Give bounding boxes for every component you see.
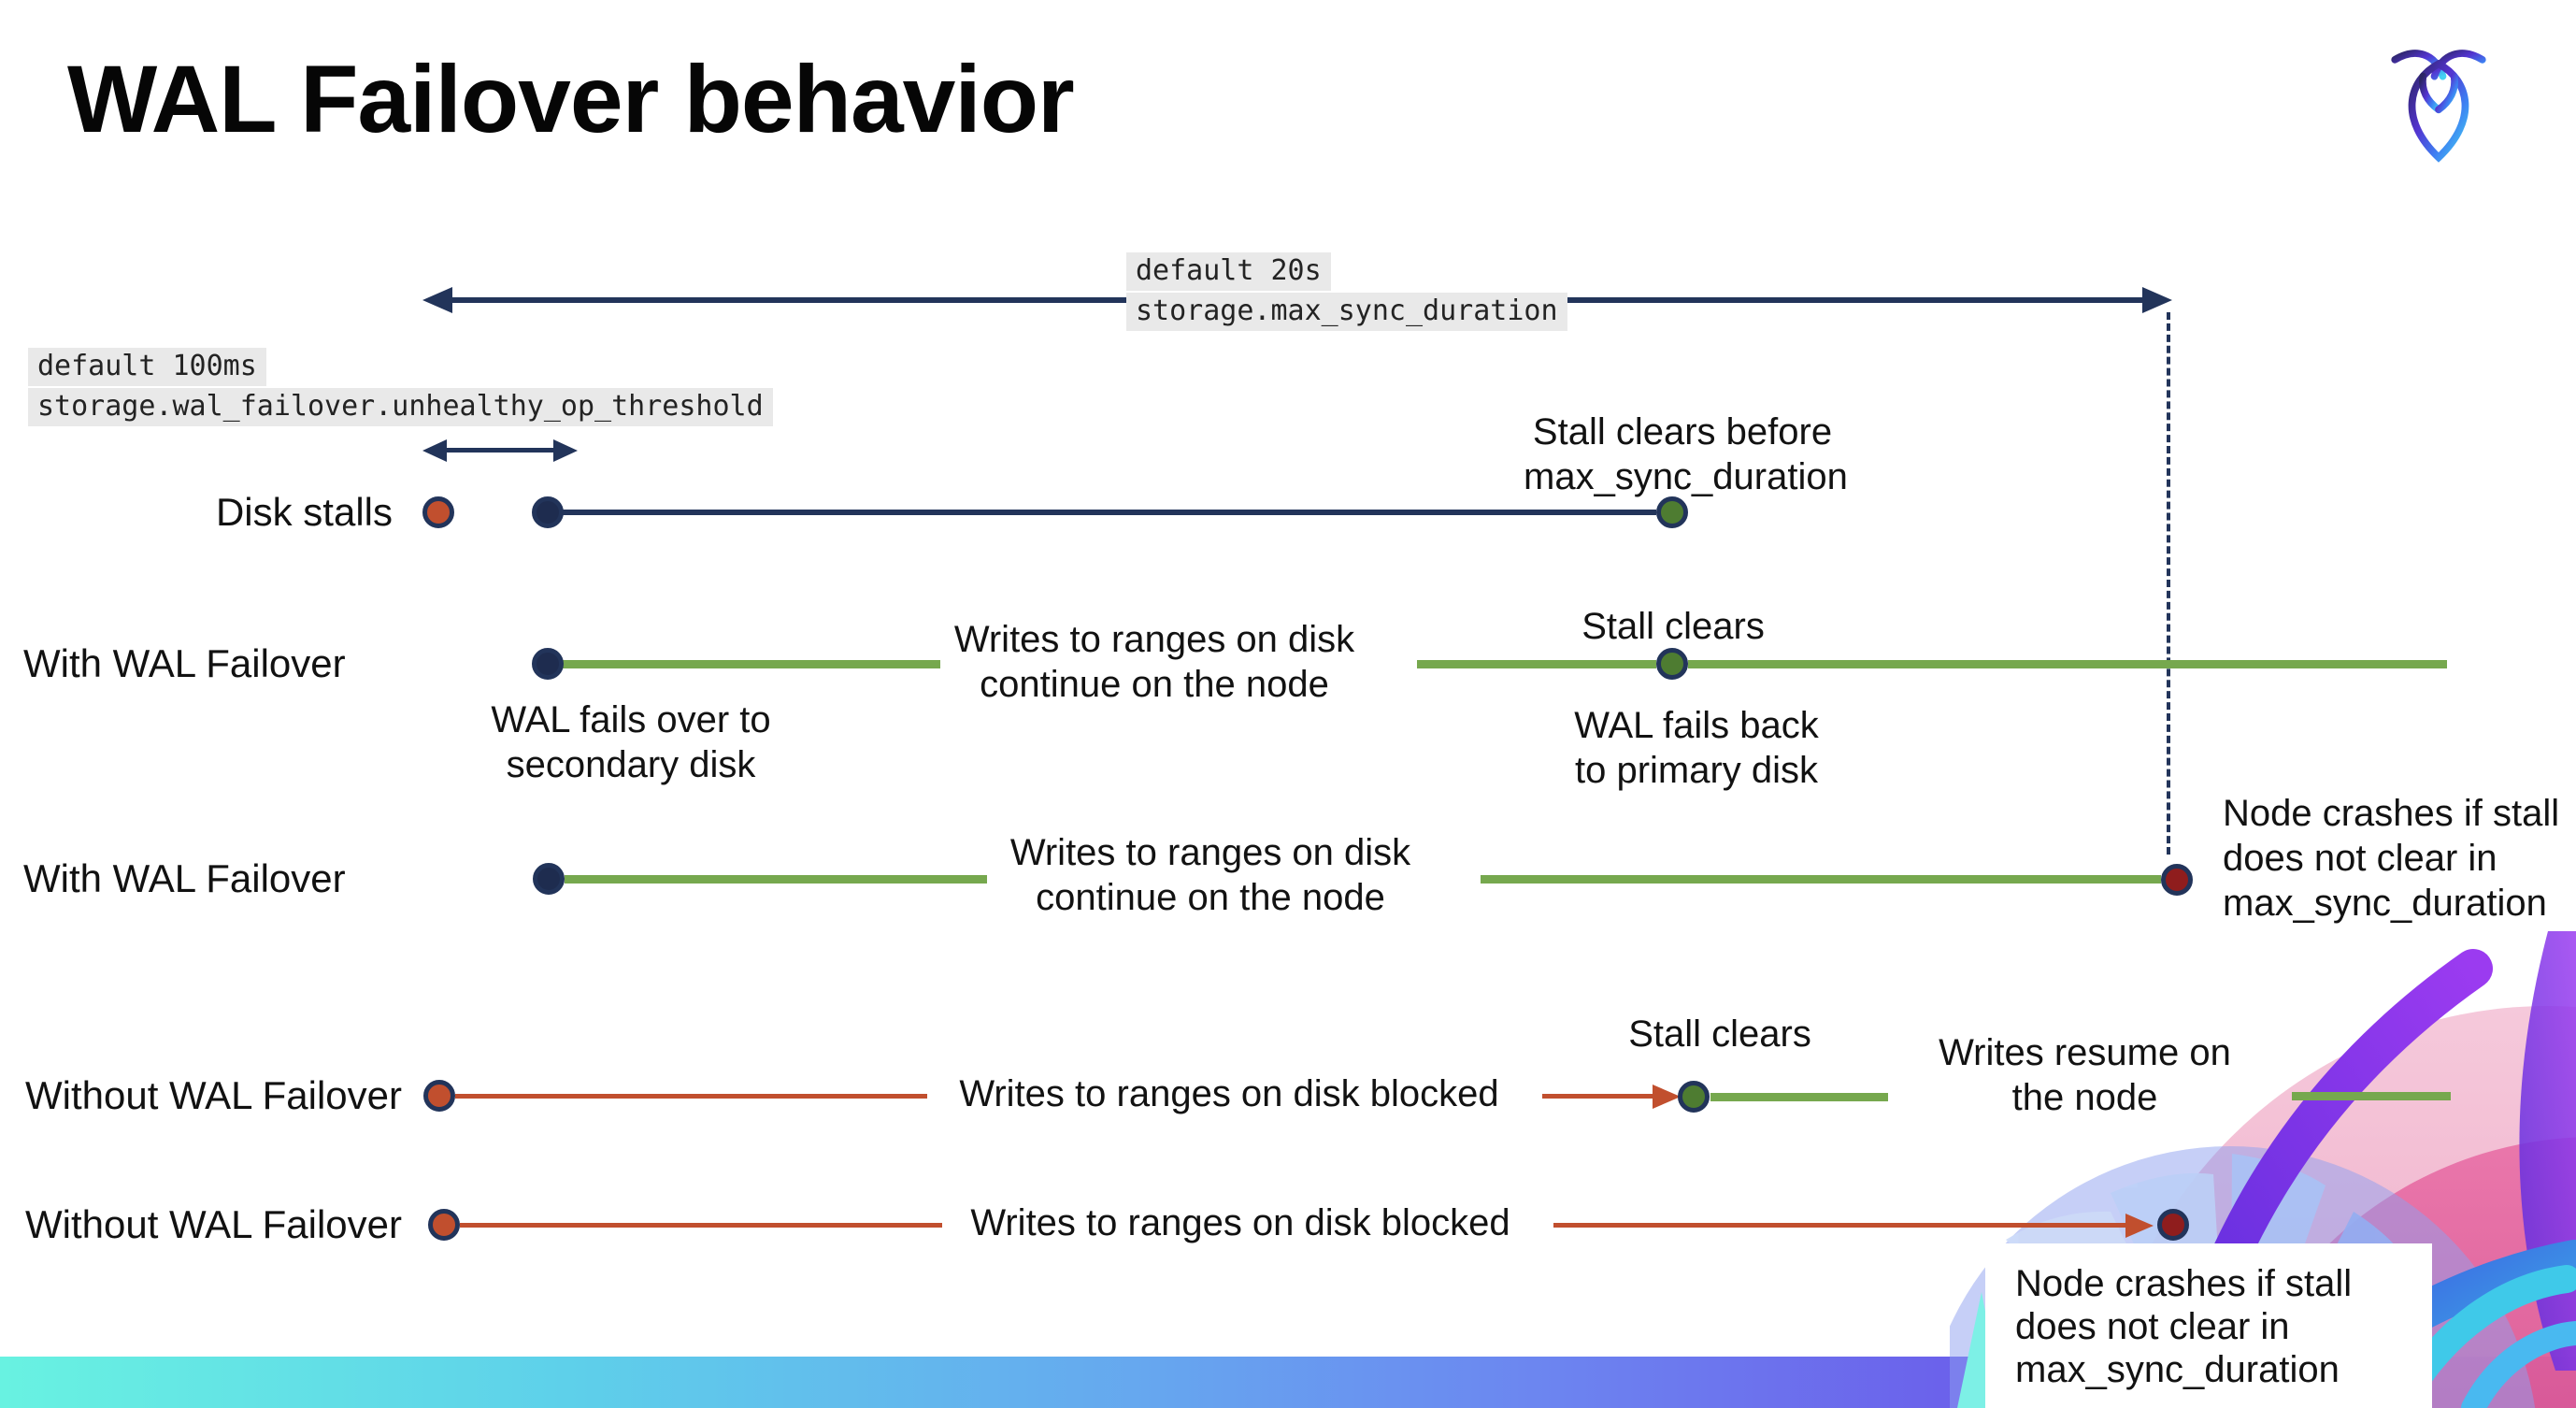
row2-green-line-a bbox=[561, 660, 940, 668]
max-sync-duration-label: default 20s storage.max_sync_duration bbox=[1126, 252, 1567, 333]
row3-green-line-b bbox=[1481, 875, 2161, 884]
row-label-with-wal-failover-1: With WAL Failover bbox=[23, 641, 346, 685]
row2-stall-clears-dot bbox=[1656, 648, 1688, 680]
row1-stall-line bbox=[548, 510, 1656, 515]
row2-failover-dot bbox=[532, 648, 564, 680]
row2-green-line-c bbox=[1688, 660, 2447, 668]
row2-green-line-b bbox=[1417, 660, 1656, 668]
row2-stall-clears-note: Stall clears bbox=[1581, 606, 1765, 647]
row1-stall-clears-note: Stall clears before max_sync_duration bbox=[1524, 411, 1848, 497]
unhealthy-op-threshold-label: default 100ms storage.wal_failover.unhea… bbox=[28, 348, 773, 428]
row5-crash-dot bbox=[2157, 1209, 2189, 1241]
row2-failback-note: WAL fails back to primary disk bbox=[1574, 705, 1819, 791]
row-label-without-wal-failover-1: Without WAL Failover bbox=[25, 1073, 402, 1117]
row5-blocked-note: Writes to ranges on disk blocked bbox=[970, 1202, 1510, 1243]
row4-red-line-a bbox=[455, 1094, 927, 1099]
row-label-with-wal-failover-2: With WAL Failover bbox=[23, 856, 346, 900]
row2-writes-note: Writes to ranges on disk continue on the… bbox=[953, 619, 1355, 705]
row4-red-line-b bbox=[1542, 1094, 1666, 1099]
row3-green-line-a bbox=[565, 875, 987, 884]
row4-stall-clears-dot bbox=[1678, 1081, 1710, 1113]
row4-resume-note: Writes resume on the node bbox=[1939, 1032, 2231, 1118]
unhealthy-op-setting-name: storage.wal_failover.unhealthy_op_thresh… bbox=[28, 388, 773, 426]
row-label-disk-stalls: Disk stalls bbox=[215, 490, 393, 534]
threshold-arrowhead-right-icon bbox=[553, 439, 578, 462]
row5-stall-start-dot bbox=[428, 1209, 460, 1241]
row1-stall-start-dot bbox=[422, 496, 454, 528]
art-teal-leg-2 bbox=[2461, 1321, 2576, 1408]
row1-stall-clears-dot bbox=[1656, 496, 1688, 528]
row-label-without-wal-failover-2: Without WAL Failover bbox=[25, 1202, 402, 1246]
row1-failover-threshold-dot bbox=[532, 496, 564, 528]
row3-failover-dot bbox=[533, 863, 565, 895]
row3-writes-note: Writes to ranges on disk continue on the… bbox=[1009, 832, 1411, 918]
row4-red-arrowhead-icon bbox=[1653, 1085, 1681, 1109]
row5-crash-note-box: Node crashes if stall does not clear in … bbox=[1985, 1243, 2432, 1408]
row5-crash-note: Node crashes if stall does not clear in … bbox=[2015, 1263, 2353, 1390]
row5-red-arrowhead-icon bbox=[2125, 1214, 2154, 1238]
max-sync-setting-name: storage.max_sync_duration bbox=[1126, 293, 1567, 331]
row4-blocked-note: Writes to ranges on disk blocked bbox=[959, 1073, 1499, 1114]
unhealthy-op-default-value: default 100ms bbox=[28, 348, 266, 386]
cockroach-logo-icon bbox=[2391, 50, 2486, 163]
row4-green-line-a bbox=[1710, 1093, 1888, 1101]
row2-failover-note: WAL fails over to secondary disk bbox=[491, 699, 771, 785]
max-sync-default-value: default 20s bbox=[1126, 252, 1331, 291]
row5-red-line-a bbox=[460, 1223, 942, 1228]
max-sync-dashed-drop-line bbox=[2167, 312, 2170, 855]
arrowhead-left-icon bbox=[422, 287, 452, 313]
row3-crash-dot bbox=[2161, 864, 2193, 896]
row3-crash-note: Node crashes if stall does not clear in … bbox=[2223, 793, 2560, 924]
threshold-arrowhead-left-icon bbox=[422, 439, 447, 462]
threshold-arrow-line bbox=[439, 448, 559, 453]
row4-stall-clears-note: Stall clears bbox=[1628, 1013, 1811, 1055]
row4-stall-start-dot bbox=[423, 1080, 455, 1112]
row5-red-line-b bbox=[1553, 1223, 2135, 1228]
arrowhead-right-icon bbox=[2142, 287, 2172, 313]
row4-green-line-b bbox=[2292, 1092, 2451, 1100]
page-title: WAL Failover behavior bbox=[67, 46, 1075, 152]
